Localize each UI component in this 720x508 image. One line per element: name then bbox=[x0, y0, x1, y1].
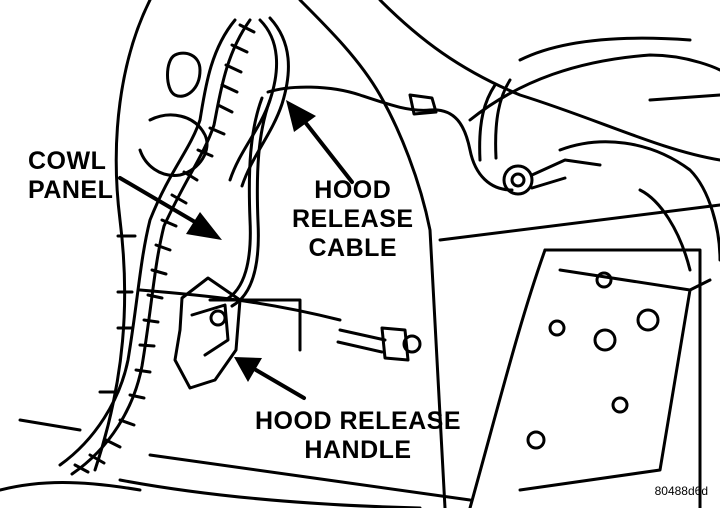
fasteners bbox=[98, 234, 660, 450]
hood-release-cable-label: HOOD RELEASE CABLE bbox=[292, 176, 414, 263]
release-handle-assembly bbox=[173, 276, 422, 390]
handle-leader bbox=[254, 368, 306, 400]
hood-release-cable-label-line-2: RELEASE bbox=[292, 205, 414, 233]
hood-release-handle-label: HOOD RELEASE HANDLE bbox=[255, 407, 461, 465]
cowl-panel-leader bbox=[118, 176, 197, 224]
cable-arrowhead bbox=[286, 100, 316, 132]
cowl-panel-label-line-2: PANEL bbox=[28, 176, 114, 204]
hood-release-cable-label-line-1: HOOD bbox=[314, 176, 392, 204]
cowl-panel-arrowhead bbox=[186, 212, 222, 240]
hood-release-handle-label-line-1: HOOD RELEASE bbox=[255, 407, 462, 435]
hood-release-cable-label-line-3: CABLE bbox=[308, 234, 398, 262]
hood-release-cable bbox=[223, 78, 602, 308]
hood-release-handle-label-line-2: HANDLE bbox=[304, 436, 412, 464]
wiring-harness bbox=[58, 16, 290, 476]
cable-leader bbox=[303, 120, 354, 184]
leader-arrows bbox=[118, 100, 354, 400]
cowl-panel-label-line-1: COWL bbox=[28, 147, 107, 175]
figure-code: 80488d6d bbox=[654, 484, 708, 498]
handle-arrowhead bbox=[234, 357, 262, 382]
cowl-panel-label: COWL PANEL bbox=[28, 147, 113, 205]
